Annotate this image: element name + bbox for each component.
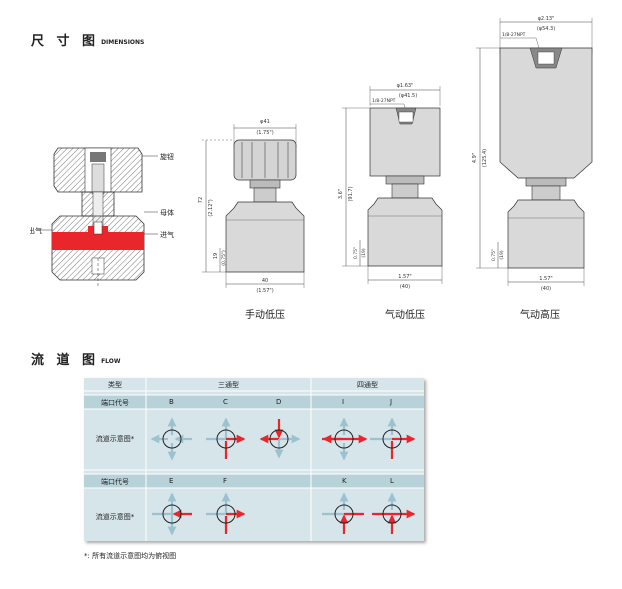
manual-base-width-in: (1.57") bbox=[256, 288, 273, 294]
label-outlet: 出气 bbox=[30, 226, 42, 235]
pneu-high-base-width-in: 1.57" bbox=[539, 276, 552, 282]
pneumatic-high-drawing: φ2.13" (φ54.3) 1/8-27NPT 4.9" (125.4) 0.… bbox=[472, 16, 593, 292]
cross-section-drawing: 旋钮 母体 进气 出气 bbox=[30, 147, 174, 286]
label-body: 母体 bbox=[160, 208, 174, 217]
pneu-low-port: 1/8-27NPT bbox=[372, 98, 396, 104]
code-j: J bbox=[390, 398, 393, 406]
port-code-label-2: 端口代号 bbox=[101, 478, 129, 486]
outlet-passage bbox=[52, 232, 88, 250]
caption-manual-low: 手动低压 bbox=[245, 310, 285, 321]
code-c: C bbox=[223, 398, 228, 406]
manual-height-in: (2.12") bbox=[208, 199, 214, 216]
flow-table: 类型 三通型 四通型 端口代号 流道示意图* 端口代号 流道示意图* B C D… bbox=[84, 378, 424, 541]
pneu-low-top-width-mm: (φ41.5) bbox=[399, 93, 417, 99]
diagram-label-2: 流道示意图* bbox=[95, 513, 135, 521]
flow-diagram-b bbox=[150, 417, 192, 461]
caption-pneumatic-low: 气动低压 bbox=[385, 310, 425, 321]
flow-diagram-f bbox=[206, 492, 246, 534]
code-l: L bbox=[390, 477, 394, 485]
pneu-high-body bbox=[507, 199, 585, 269]
pneu-high-port: 1/8-27NPT bbox=[502, 32, 526, 38]
flow-diagram-l bbox=[372, 492, 416, 534]
manual-top-width-in: (1.75") bbox=[256, 130, 273, 136]
pneu-low-height-in: 3.6" bbox=[338, 189, 344, 199]
pneu-low-top-width-in: φ1.63" bbox=[397, 83, 414, 89]
pneu-high-base-width-mm: (40) bbox=[541, 286, 551, 292]
pneumatic-low-drawing: φ1.63" (φ41.5) 1/8-27NPT 3.6" (91.7) 0.7… bbox=[338, 83, 443, 290]
flow-diagram-d bbox=[259, 419, 301, 459]
footnote: *: 所有流道示意图均为俯视图 bbox=[84, 552, 177, 560]
manual-low-drawing: φ41 (1.75") 72 (2.12") 19 (0.75") 40 (1.… bbox=[198, 119, 305, 294]
pneu-high-top-width-mm: (φ54.3) bbox=[537, 26, 555, 32]
pneu-low-height-mm: (91.7) bbox=[348, 186, 354, 201]
pneu-high-top-width-in: φ2.13" bbox=[538, 16, 555, 22]
flow-title-cn: 流 道 图 bbox=[31, 353, 100, 368]
three-way-header: 三通型 bbox=[218, 381, 239, 389]
flow-diagram-j bbox=[370, 417, 416, 459]
pneu-low-base-height-in: 0.75" bbox=[353, 247, 359, 259]
code-b: B bbox=[169, 398, 174, 406]
manual-top-width-mm: φ41 bbox=[260, 119, 270, 125]
pneu-low-base-width-in: 1.57" bbox=[398, 274, 411, 280]
flow-diagram-k bbox=[322, 492, 364, 534]
pneu-high-base-height-mm: (19) bbox=[499, 250, 505, 259]
manual-body bbox=[225, 201, 305, 273]
caption-pneumatic-high: 气动高压 bbox=[520, 310, 560, 321]
dimensions-title-cn: 尺 寸 图 bbox=[31, 34, 100, 49]
pneu-high-height-in: 4.9" bbox=[472, 153, 478, 163]
flow-diagrams bbox=[150, 417, 416, 536]
pneu-high-base-height-in: 0.75" bbox=[491, 249, 497, 261]
flow-table-grid bbox=[84, 378, 424, 541]
flow-title-en: FLOW bbox=[101, 358, 121, 365]
manual-height-mm: 72 bbox=[198, 197, 204, 203]
manual-base-height-mm: 19 bbox=[213, 253, 219, 259]
diagram-label-1: 流道示意图* bbox=[95, 435, 135, 443]
pneu-high-actuator bbox=[499, 47, 593, 179]
pneu-low-base-height-mm: (19) bbox=[361, 248, 367, 257]
manual-base-width-mm: 40 bbox=[262, 278, 268, 284]
code-k: K bbox=[342, 477, 347, 485]
inlet-passage bbox=[108, 232, 144, 250]
port-code-label-1: 端口代号 bbox=[101, 399, 129, 407]
pneu-low-base-width-mm: (40) bbox=[400, 284, 410, 290]
dimensions-title-en: DIMENSIONS bbox=[101, 39, 145, 46]
four-way-header: 四通型 bbox=[357, 381, 378, 389]
flow-diagram-i bbox=[322, 417, 368, 461]
label-knob: 旋钮 bbox=[160, 152, 174, 161]
code-i: I bbox=[342, 398, 345, 406]
flow-diagram-e bbox=[152, 492, 192, 536]
pneu-high-height-mm: (125.4) bbox=[482, 149, 488, 167]
type-header: 类型 bbox=[108, 381, 122, 389]
label-inlet: 进气 bbox=[160, 230, 174, 239]
manual-base-height-in: (0.75") bbox=[221, 250, 227, 266]
pneu-low-body bbox=[367, 197, 443, 267]
code-d: D bbox=[276, 398, 282, 406]
code-e: E bbox=[169, 477, 174, 485]
code-f: F bbox=[223, 477, 228, 485]
flow-diagram-c bbox=[206, 417, 246, 459]
